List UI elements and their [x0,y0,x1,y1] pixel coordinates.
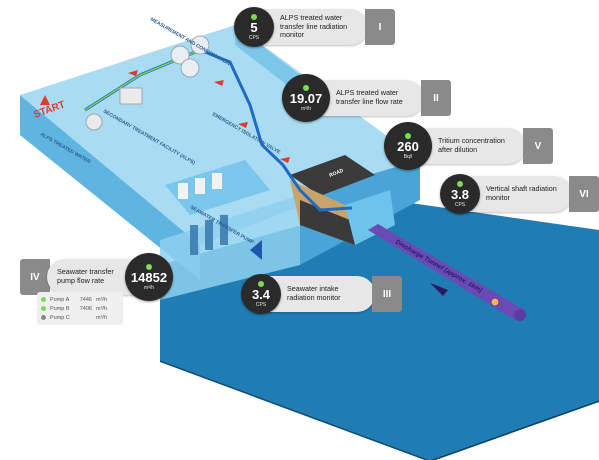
monitor-iii-unit: CPS [255,301,267,308]
tunnel-outlet [514,309,526,321]
monitor-ii[interactable]: 19.07 m³/h ALPS treated water transfer l… [282,74,451,122]
monitor-iii-label: Seawater intake radiation monitor [287,284,341,302]
pump-b-value: 7406 [79,305,92,312]
monitor-ii-value-circle: 19.07 m³/h [282,74,330,122]
monitor-iv-card: Seawater transfer pump flow rate 14852 m… [47,253,173,301]
monitor-iii-value: 3.4 [251,286,271,302]
monitor-ii-badge: II [421,80,451,116]
monitor-i-label: ALPS treated water transfer line radiati… [280,13,348,40]
monitor-v-unit: Bq/l [403,153,413,160]
pump-b-unit: m³/h [96,305,107,312]
status-dot-icon [251,13,257,20]
status-dot-icon [303,84,309,91]
monitor-vi-value-circle: 3.8 CPS [440,174,480,214]
pump-b-status-dot-icon [41,306,46,311]
monitor-v-value: 260 [397,138,419,154]
monitor-iv-badge: IV [20,259,50,295]
monitor-vi-unit: CPS [454,201,466,208]
seawater-intake-arrow [250,240,262,260]
alps-tank [85,113,103,131]
alert-arrow-1 [128,70,138,76]
monitor-v-card: 260 Bq/l Tritium concentration after dil… [384,122,526,170]
monitor-i-value: 5 [250,19,258,35]
monitor-ii-card: 19.07 m³/h ALPS treated water transfer l… [282,74,424,122]
pump-c-unit: m³/h [96,314,107,321]
pump-status-list: Pump A 7446 m³/h Pump B 7406 m³/h Pump C… [37,292,123,325]
pump-row-b: Pump B 7406 m³/h [41,304,119,313]
discharge-tunnel [368,224,525,320]
start-arrow [40,95,50,105]
pump-c-name: Pump C [50,314,70,321]
pump-a-value: 7446 [79,296,92,303]
monitor-vi-label: Vertical shaft radiation monitor [486,184,557,202]
pump-tank-1 [178,183,188,199]
monitor-v-badge: V [523,128,553,164]
alert-arrow-2 [214,80,224,86]
tank-1 [170,45,190,65]
monitor-vi-value: 3.8 [450,186,470,202]
status-dot-icon [258,280,264,287]
monitor-i-card: 5 CPS ALPS treated water transfer line r… [234,7,368,47]
alert-arrow-4 [280,157,290,163]
shaft-wall-dark [300,200,355,245]
intake-column-2 [205,220,213,250]
status-dot-icon [405,132,411,139]
monitor-i-badge: I [365,9,395,45]
pump-row-c: Pump C m³/h [41,313,119,322]
flow-arrow [430,283,448,296]
status-dot-icon [457,180,463,187]
monitor-i-value-circle: 5 CPS [234,7,274,47]
monitor-v[interactable]: 260 Bq/l Tritium concentration after dil… [384,122,553,170]
sea-front-face [160,360,430,460]
pump-a-name: Pump A [50,296,70,303]
monitor-i-unit: CPS [248,34,260,41]
pump-row-a: Pump A 7446 m³/h [41,295,119,304]
pump-a-status-dot-icon [41,297,46,302]
tank-2 [190,35,210,55]
tank-3 [180,58,200,78]
monitor-ii-unit: m³/h [301,105,311,112]
monitor-iv-value-circle: 14852 m³/h [125,253,173,301]
monitor-iii-card: 3.4 CPS Seawater intake radiation monito… [241,274,375,314]
alert-arrow-3 [238,122,248,128]
road-label: ROAD [329,168,345,179]
ground-left-face [20,95,200,280]
pump-a-unit: m³/h [96,296,107,303]
ground-front-face [160,195,300,300]
monitor-vi-card: 3.8 CPS Vertical shaft radiation monitor [440,174,572,214]
monitor-iv-unit: m³/h [144,284,154,291]
monitor-v-value-circle: 260 Bq/l [384,122,432,170]
monitor-vi-badge: VI [569,176,599,212]
alps-building [119,87,143,105]
monitor-iv[interactable]: IV Seawater transfer pump flow rate 1485… [20,253,173,301]
monitor-vi[interactable]: 3.8 CPS Vertical shaft radiation monitor… [440,174,599,214]
monitor-iii-value-circle: 3.4 CPS [241,274,281,314]
monitor-iii-badge: III [372,276,402,312]
pump-b-name: Pump B [50,305,70,312]
road [290,155,375,196]
pump-c-status-dot-icon [41,315,46,320]
pump-tank-2 [195,178,205,194]
tunnel-monitor-marker [490,297,500,307]
monitor-i[interactable]: 5 CPS ALPS treated water transfer line r… [234,7,395,47]
monitor-v-label: Tritium concentration after dilution [438,136,505,154]
monitor-ii-label: ALPS treated water transfer line flow ra… [336,88,403,106]
monitor-iv-value: 14852 [130,269,168,285]
intake-column-3 [220,215,228,245]
sea-right-face [430,400,599,460]
pump-tank-3 [212,173,222,189]
monitor-iv-label: Seawater transfer pump flow rate [57,267,114,285]
status-dot-icon [146,263,152,270]
monitor-ii-value: 19.07 [289,90,323,106]
intake-column-1 [190,225,198,255]
monitor-iii[interactable]: 3.4 CPS Seawater intake radiation monito… [241,274,402,314]
